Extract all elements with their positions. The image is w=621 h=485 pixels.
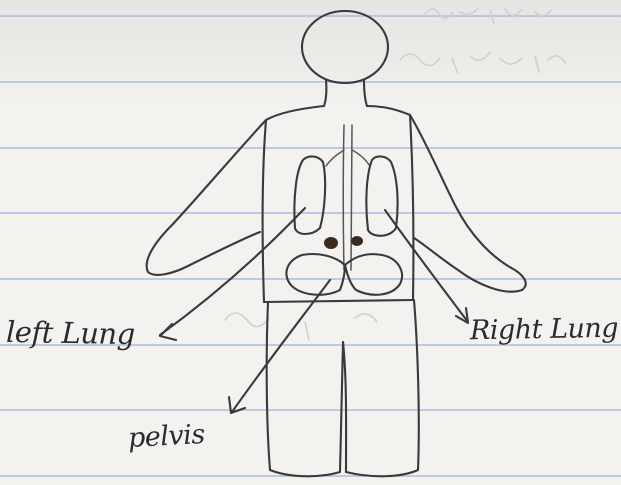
ruled-lines bbox=[0, 16, 621, 476]
pelvis-label: pelvis bbox=[127, 419, 205, 454]
right-lung-pointer bbox=[385, 210, 468, 323]
left-bronchus bbox=[326, 150, 344, 166]
neck-left bbox=[324, 80, 326, 106]
left-lung-label: left Lung bbox=[6, 315, 135, 351]
left-leg bbox=[267, 302, 343, 476]
right-leg bbox=[343, 300, 419, 476]
right-kidney bbox=[351, 236, 363, 246]
head-outline bbox=[302, 11, 388, 83]
spine-left-line bbox=[343, 125, 344, 270]
pelvis-pointer bbox=[229, 280, 330, 413]
torso-right-side bbox=[367, 106, 413, 300]
right-lung-label: Right Lung bbox=[470, 313, 619, 347]
right-lung-pointer-line bbox=[385, 210, 468, 322]
left-lung-pointer-line bbox=[160, 208, 305, 335]
right-arm bbox=[410, 115, 526, 292]
pelvis-pointer-line bbox=[232, 280, 330, 412]
right-lung bbox=[366, 156, 397, 235]
left-arm bbox=[147, 120, 266, 275]
right-bronchus bbox=[352, 150, 370, 166]
torso-left-side bbox=[263, 106, 324, 302]
neck-right bbox=[364, 80, 367, 106]
faded-scribble bbox=[400, 52, 566, 74]
left-kidney bbox=[324, 237, 338, 249]
left-lung-pointer bbox=[160, 208, 305, 340]
left-lung bbox=[294, 156, 325, 234]
spine-right-line bbox=[351, 125, 352, 270]
waist-line bbox=[264, 300, 413, 302]
